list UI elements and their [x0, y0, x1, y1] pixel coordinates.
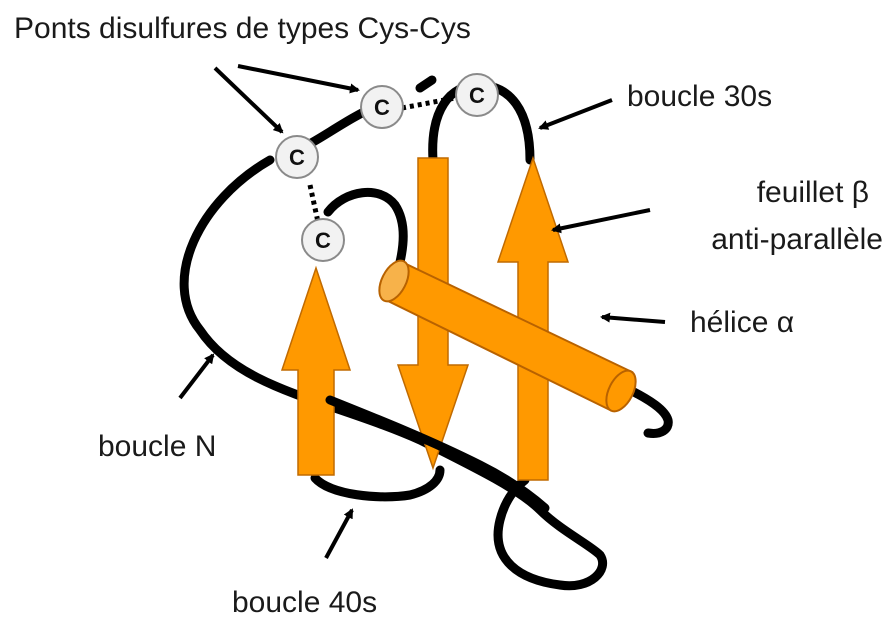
label-beta-sheet-line2: anti-parallèle: [711, 225, 883, 255]
diagram-title: Ponts disulfures de types Cys-Cys: [14, 14, 471, 44]
arrow-title-to-cys2: [238, 66, 358, 90]
arrow-loop-30s: [540, 100, 612, 128]
arrow-title-to-cys1: [215, 68, 282, 132]
arrow-loop-n: [180, 355, 213, 398]
label-loop-n: boucle N: [98, 432, 216, 462]
arrow-loop-40s: [326, 510, 352, 558]
label-loop-40s: boucle 40s: [232, 588, 377, 618]
arrow-beta-sheet: [553, 210, 650, 230]
cysteine-4: C: [302, 219, 344, 261]
cysteine-2-label: C: [374, 95, 390, 120]
cysteine-3: C: [456, 74, 498, 116]
cysteine-1: C: [276, 136, 318, 178]
beta-strand-1: [282, 268, 350, 475]
label-beta-sheet-line1: feuillet β: [757, 178, 869, 208]
backbone-c-tail: [630, 390, 668, 433]
cysteine-2: C: [361, 86, 403, 128]
label-alpha-helix: hélice α: [690, 308, 794, 338]
cysteine-4-label: C: [315, 228, 331, 253]
cysteine-1-label: C: [289, 145, 305, 170]
label-loop-30s: boucle 30s: [627, 82, 772, 112]
cysteine-3-label: C: [469, 83, 485, 108]
backbone-top-stub: [420, 80, 432, 88]
disulfide-bond-left: [310, 185, 318, 222]
arrow-alpha-helix: [602, 317, 665, 322]
